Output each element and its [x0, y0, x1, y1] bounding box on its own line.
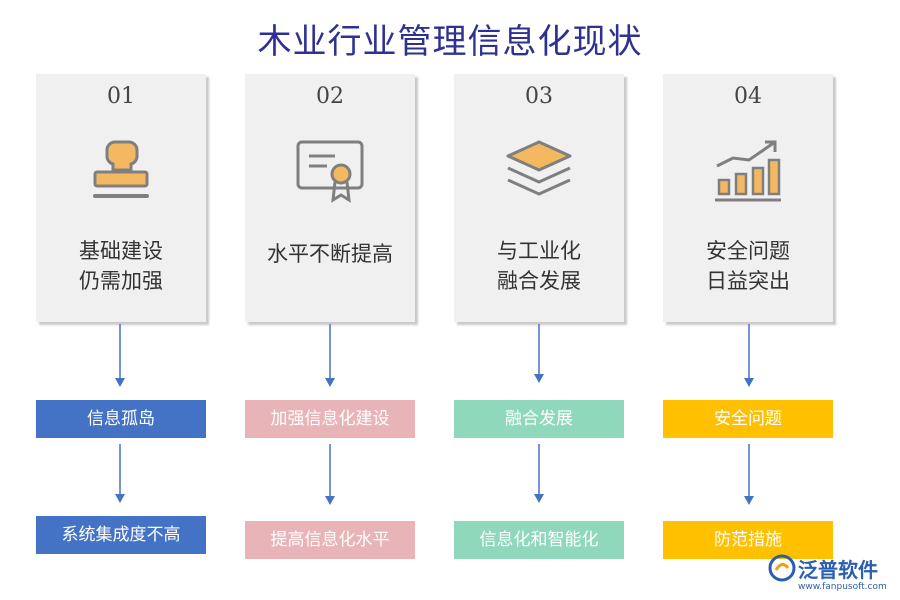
box-intelligent: 信息化和智能化 — [454, 521, 624, 559]
arrow-down-icon — [534, 444, 544, 503]
box-low-integration: 系统集成度不高 — [36, 516, 206, 554]
card-label: 水平不断提高 — [267, 242, 393, 266]
box-integration: 融合发展 — [454, 400, 624, 438]
card-number: 02 — [316, 84, 344, 109]
card-label: 安全问题 日益突出 — [706, 239, 790, 293]
stamp-icon — [93, 140, 149, 198]
card-number: 01 — [107, 84, 135, 109]
box-improve-it: 提高信息化水平 — [245, 521, 415, 559]
card-number: 03 — [525, 84, 553, 109]
arrow-down-icon — [115, 324, 125, 387]
page-title: 木业行业管理信息化现状 — [257, 22, 643, 62]
logo-mark-icon — [768, 554, 796, 582]
logo-brand-text: 泛普软件 — [798, 558, 878, 582]
layers-icon — [506, 140, 572, 196]
card-02: 02 水平不断提高 — [245, 74, 415, 322]
card-03: 03 与工业化 融合发展 — [454, 74, 624, 322]
logo-url-text: www.fanpusoft.com — [798, 582, 887, 592]
arrow-down-icon — [325, 324, 335, 387]
card-04: 04 安全问题 日益突出 — [663, 74, 833, 322]
growth-chart-icon — [715, 140, 781, 202]
arrow-down-icon — [115, 444, 125, 503]
box-security-issue: 安全问题 — [663, 400, 833, 438]
brand-logo: 泛普软件 www.fanpusoft.com — [768, 552, 898, 596]
arrow-down-icon — [325, 444, 335, 505]
box-prevention: 防范措施 — [663, 521, 833, 559]
card-number: 04 — [734, 84, 762, 109]
card-01: 01 基础建设 仍需加强 — [36, 74, 206, 322]
box-strengthen-it: 加强信息化建设 — [245, 400, 415, 438]
arrow-down-icon — [744, 444, 754, 505]
card-label: 基础建设 仍需加强 — [79, 239, 163, 293]
arrow-down-icon — [534, 324, 544, 383]
box-info-island: 信息孤岛 — [36, 400, 206, 438]
arrow-down-icon — [744, 324, 754, 387]
certificate-icon — [296, 140, 364, 203]
card-label: 与工业化 融合发展 — [497, 239, 581, 293]
